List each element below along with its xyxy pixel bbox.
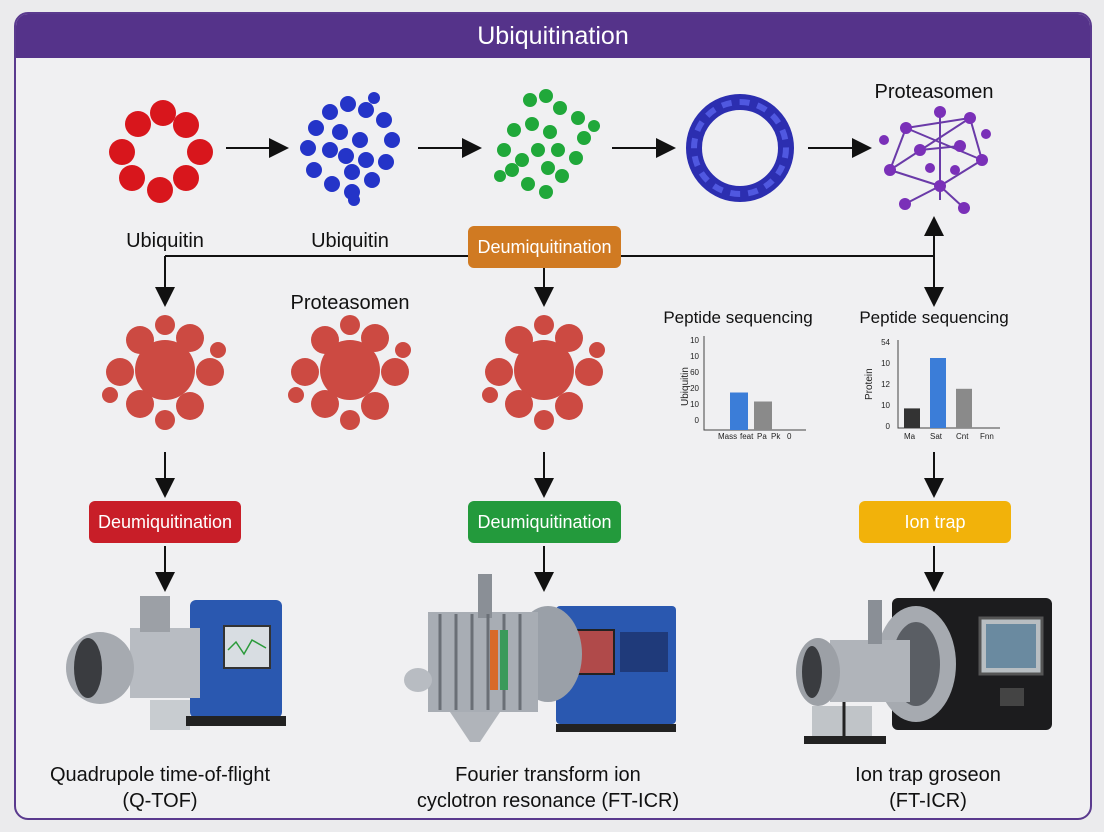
chart2-ytick-2: 12: [881, 380, 890, 389]
label-ubiquitin-1: Ubiquitin: [126, 230, 204, 252]
pill-arrows: [155, 452, 944, 592]
chart2-bar-1: [930, 358, 946, 428]
chart2-cat-3: Fnn: [980, 432, 994, 441]
blue-ribbon-ring: [686, 94, 794, 202]
chart1-ytick-4: 10: [690, 400, 699, 409]
chart1-cat-4: 0: [787, 432, 792, 441]
chart2-bar-0: [904, 408, 920, 428]
deubiquitination-node-green: Deumiquitination: [468, 501, 621, 543]
qtof-instrument-illustration: [66, 596, 286, 730]
chart2-cat-0: Ma: [904, 432, 916, 441]
chart2-title: Peptide sequencing: [859, 308, 1009, 327]
label-ubiquitin-2: Ubiquitin: [311, 230, 389, 252]
chart2-cat-2: Cnt: [956, 432, 969, 441]
chart2-ytick-3: 10: [881, 401, 890, 410]
ubiquitin-ring-molecule: [109, 100, 213, 203]
chart1-bar-1: [754, 401, 772, 430]
label-proteasomen-mid: Proteasomen: [290, 292, 410, 314]
qtof-caption-line1: Quadrupole time-of-flight: [49, 764, 271, 786]
deubiquitination-node-red: Deumiquitination: [89, 501, 241, 543]
chart1-title: Peptide sequencing: [663, 308, 813, 327]
chart1-bar-0: [730, 392, 748, 430]
chart1-ytick-0: 10: [690, 336, 699, 345]
ion-trap-node: Ion trap: [859, 501, 1011, 543]
red-aggregate-1: [102, 315, 226, 430]
qtof-caption: Quadrupole time-of-flight (Q-TOF): [50, 762, 270, 814]
fticr-caption-line1: Fourier transform ion: [455, 764, 641, 786]
iontrap-caption-line2: (FT-ICR): [889, 790, 967, 812]
iontrap-caption-line1: Ion trap groseon: [855, 764, 1001, 786]
red-aggregate-2: [288, 315, 411, 430]
chart1-ytick-1: 10: [690, 352, 699, 361]
chart1-cat-3: Pk: [771, 432, 781, 441]
fticr-caption-line2: cyclotron resonance (FT-ICR): [416, 790, 680, 812]
chart2-cat-1: Sat: [930, 432, 943, 441]
chart1-ytick-5: 0: [694, 416, 699, 425]
chart1-cat-2: Pa: [757, 432, 767, 441]
chart2-ytick-4: 0: [885, 422, 890, 431]
ubiquitin-blue-molecule: [300, 92, 400, 206]
ion-trap-instrument-illustration: [796, 598, 1052, 744]
chart2-ytick-0: 54: [881, 338, 890, 347]
chart2-bar-2: [956, 388, 972, 428]
fticr-caption: Fourier transform ion cyclotron resonanc…: [417, 762, 679, 814]
deubiquitination-node-top: Deumiquitination: [468, 226, 621, 268]
red-aggregate-3: [482, 315, 605, 430]
chart1-ytick-3: 20: [690, 384, 699, 393]
title-banner: Ubiquitination: [16, 14, 1090, 58]
chart1-cat-0: Mass: [718, 432, 738, 441]
label-proteasomen-top: Proteasomen: [874, 81, 994, 103]
chart1-cat-1: feat: [740, 432, 754, 441]
fticr-instrument-illustration: [404, 574, 676, 742]
proteasome-network-molecule: [879, 106, 991, 214]
iontrap-caption: Ion trap groseon (FT-ICR): [855, 762, 1001, 814]
chart1-plot: [703, 336, 806, 431]
chart2-plot: [897, 340, 1000, 429]
chart1-ytick-2: 60: [690, 368, 699, 377]
green-protein-molecule: [494, 89, 600, 199]
chart2-ytick-1: 10: [881, 359, 890, 368]
qtof-caption-line2: (Q-TOF): [122, 790, 198, 812]
branch-connector: [155, 216, 944, 307]
